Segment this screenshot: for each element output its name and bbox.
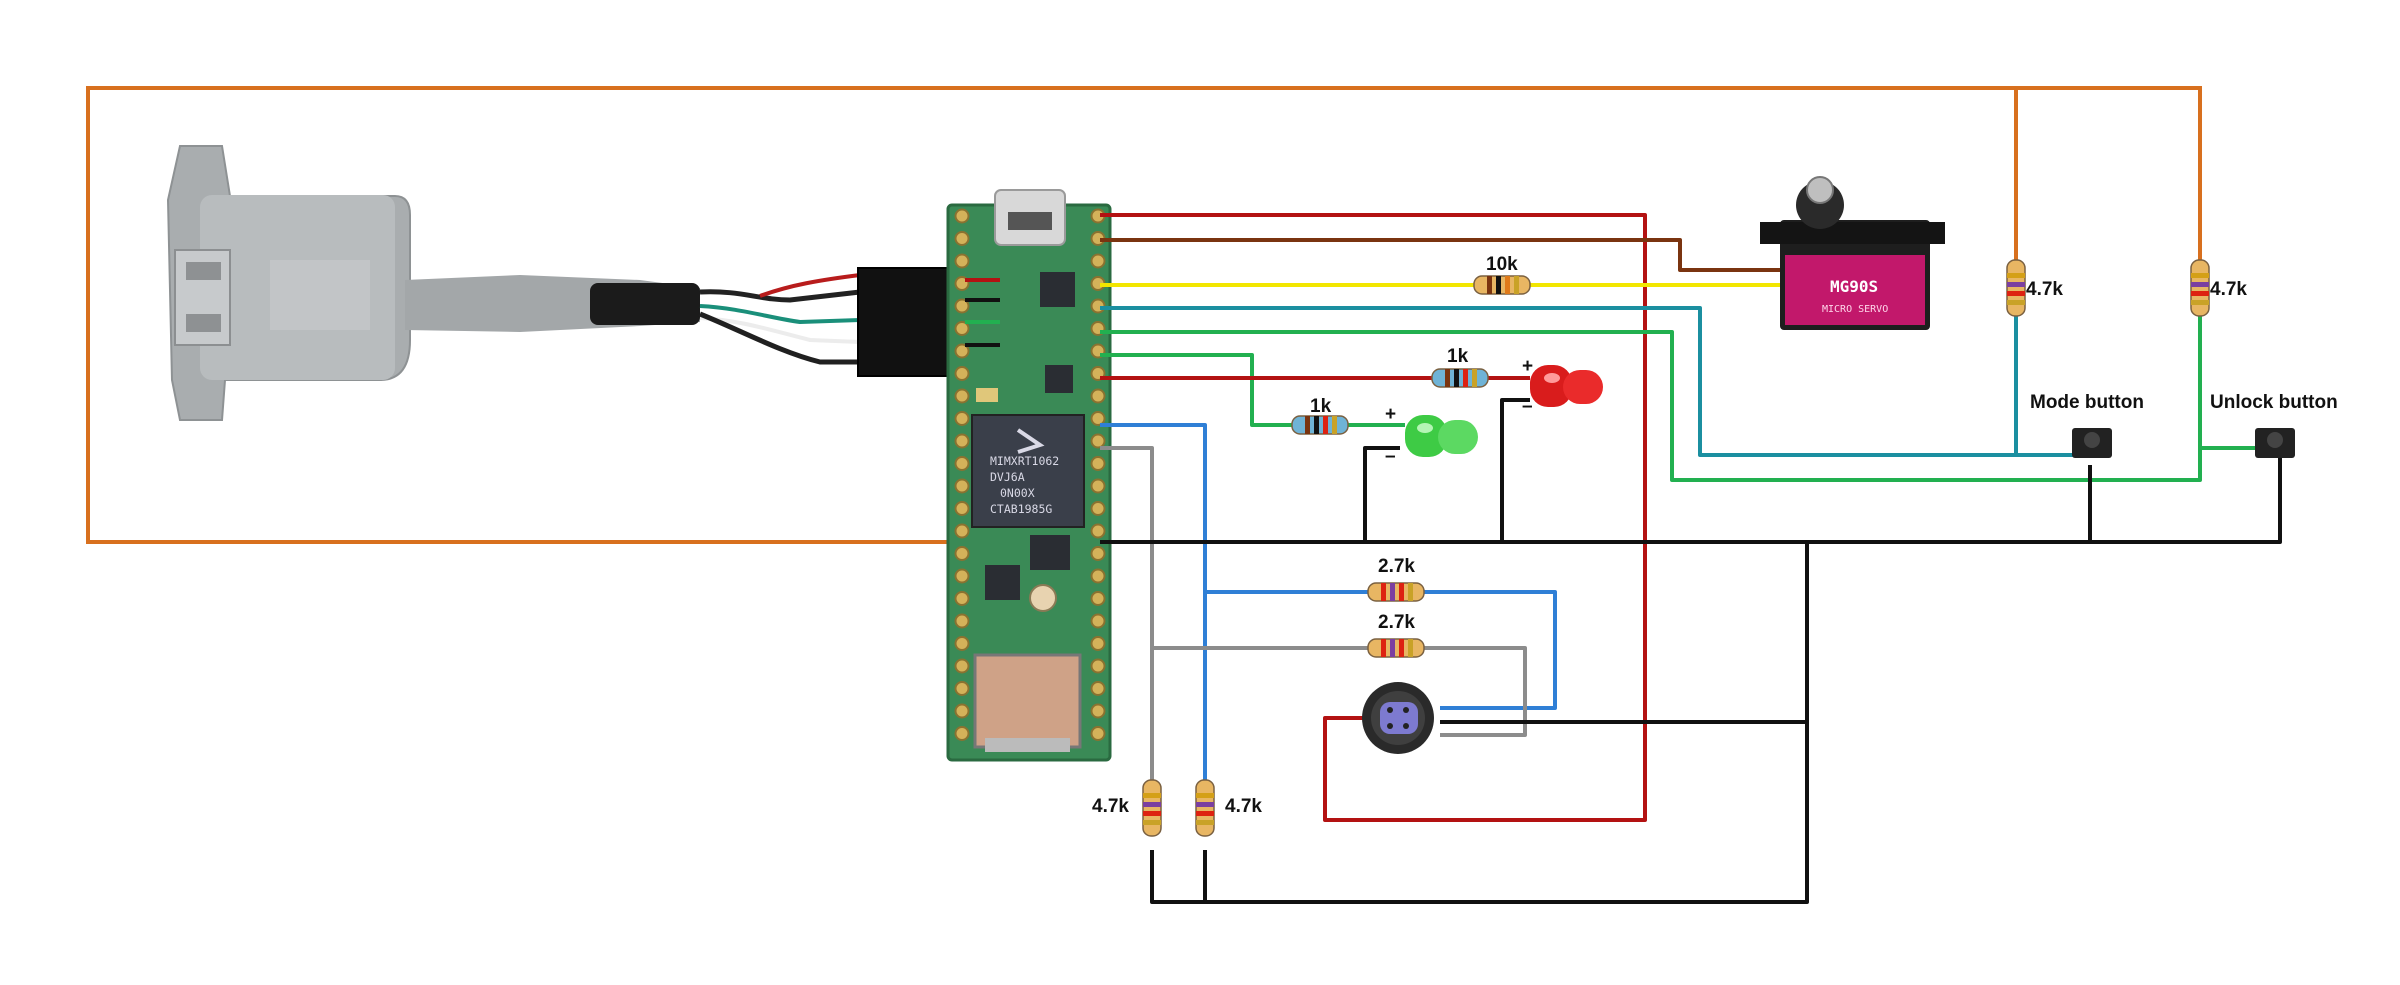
servo-sub: MICRO SERVO (1822, 304, 1888, 315)
header-pin (954, 478, 970, 494)
header-pin (1090, 591, 1106, 606)
label-r-unlock: 4.7k (2210, 279, 2247, 300)
label-r-mode: 4.7k (2026, 279, 2063, 300)
header-pin (1090, 433, 1106, 449)
resistor-bottom-left-4.7k (1142, 779, 1162, 837)
header-pin (954, 523, 970, 539)
header-pin (1090, 523, 1106, 539)
resistor-ps2-blue-2.7k (1367, 582, 1425, 602)
header-pin (954, 568, 970, 584)
header-pin (954, 456, 970, 471)
header-pin (954, 546, 970, 561)
label-r-led-red: 1k (1447, 346, 1469, 367)
header-pin (954, 658, 970, 674)
header-pin (954, 591, 970, 606)
resistor-green-led-1k (1291, 415, 1349, 435)
header-pin (954, 231, 970, 246)
label-r-bottom-left: 4.7k (1092, 796, 1129, 817)
resistor-unlock-4.7k (2190, 259, 2210, 317)
header-pin (954, 366, 970, 381)
header-pin (1090, 456, 1106, 471)
header-pin (1090, 568, 1106, 584)
servo-model: MG90S (1830, 277, 1878, 296)
green-led-plus: + (1385, 404, 1396, 425)
header-pin (954, 613, 970, 629)
label-unlock-button: Unlock button (2210, 392, 2338, 413)
teensy-board: MIMXRT1062 DVJ6A 0N00X CTAB1985G (946, 189, 1112, 762)
header-pin (954, 681, 970, 696)
usb-connector-cable (166, 145, 969, 421)
label-r-servo: 10k (1486, 254, 1518, 275)
mode-button (2072, 428, 2112, 458)
header-pin (954, 703, 970, 719)
orange-wire-loop (86, 86, 2202, 544)
label-r-bottom-right: 4.7k (1225, 796, 1262, 817)
resistor-bottom-right-4.7k (1195, 779, 1215, 837)
label-mode-button: Mode button (2030, 392, 2144, 413)
header-pin (954, 433, 970, 449)
unlock-button (2255, 428, 2295, 458)
header-pin (1090, 613, 1106, 629)
chip-line-2: DVJ6A (990, 470, 1025, 484)
resistor-red-led-1k (1431, 368, 1489, 388)
header-pin (954, 253, 970, 269)
green-led (1405, 415, 1478, 457)
servo-motor: MG90S MICRO SERVO (1760, 176, 1945, 330)
header-pin (1090, 636, 1106, 651)
resistor-servo-10k (1473, 275, 1531, 295)
red-led-minus: – (1522, 396, 1533, 417)
resistor-mode-4.7k (2006, 259, 2026, 317)
resistor-ps2-gray-2.7k (1367, 638, 1425, 658)
header-pin (1090, 411, 1106, 426)
ps2-connector (1362, 682, 1434, 754)
header-pin (954, 388, 970, 404)
label-r-ps2-bottom: 2.7k (1378, 612, 1415, 633)
header-pin (954, 411, 970, 426)
wires (965, 213, 2282, 904)
chip-line-1: MIMXRT1062 (990, 454, 1059, 468)
header-pin (1090, 681, 1106, 696)
header-pin (1090, 501, 1106, 516)
label-r-led-green: 1k (1310, 396, 1332, 417)
header-pin (954, 501, 970, 516)
header-pin (1090, 658, 1106, 674)
header-pin (954, 298, 970, 314)
header-pin (1090, 703, 1106, 719)
header-pin (954, 343, 970, 359)
header-pin (1090, 478, 1106, 494)
chip-line-4: CTAB1985G (990, 502, 1052, 516)
header-pin (954, 726, 970, 741)
header-pin (1090, 546, 1106, 561)
header-pin (1090, 253, 1106, 269)
header-pin (1090, 726, 1106, 741)
header-pin (954, 321, 970, 336)
label-r-ps2-top: 2.7k (1378, 556, 1415, 577)
chip-line-3: 0N00X (1000, 486, 1035, 500)
header-pin (954, 636, 970, 651)
red-led-plus: + (1522, 356, 1533, 377)
header-pin (954, 208, 970, 224)
red-led (1530, 365, 1603, 407)
header-pin (1090, 388, 1106, 404)
green-led-minus: – (1385, 446, 1396, 467)
